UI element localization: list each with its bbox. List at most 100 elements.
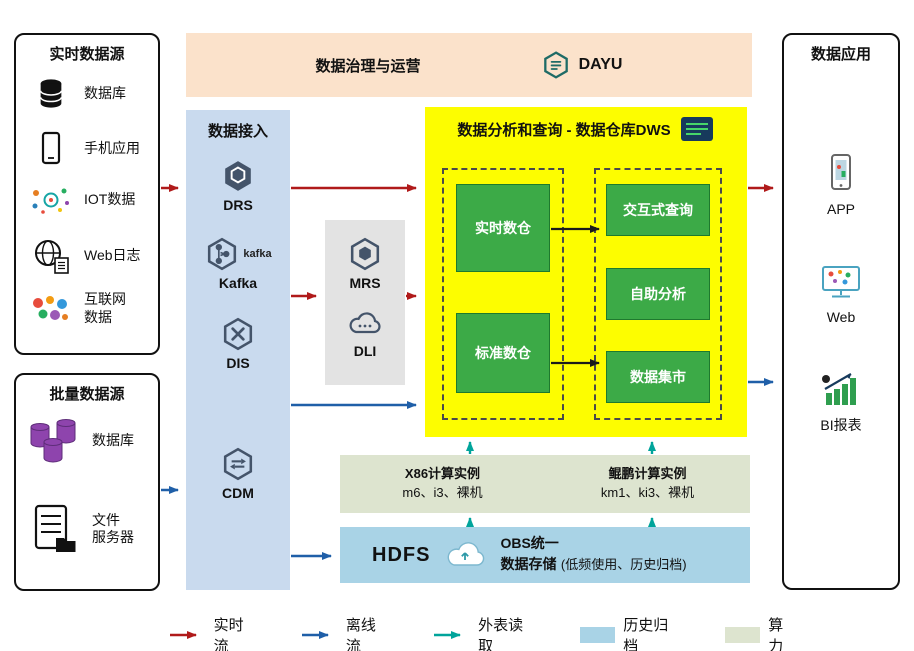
app-item-web: Web [784, 263, 898, 325]
legend-history-archive: 历史归档 [579, 614, 683, 651]
cdm-icon [223, 447, 253, 481]
kafka-icon [208, 237, 237, 271]
red-arrow-icon [170, 631, 197, 639]
standard-warehouse-box: 标准数仓 [456, 313, 550, 393]
ingestion-title: 数据接入 [207, 123, 268, 140]
compute-instances-panel: X86计算实例 m6、i3、裸机 鲲鹏计算实例 km1、ki3、裸机 [340, 455, 750, 513]
realtime-sources-panel: 实时数据源 数据库 手机应用 [14, 33, 160, 355]
service-dli: DLI [325, 308, 405, 359]
file-server-icon [26, 503, 84, 555]
phone-icon [26, 131, 76, 167]
applications-title: 数据应用 [810, 46, 871, 63]
obs-note: (低频使用、历史归档) [560, 557, 687, 572]
legend-label: 历史归档 [623, 617, 669, 651]
dayu-product: DAYU [541, 50, 623, 80]
warehouse-left-group: 实时数仓 标准数仓 [442, 168, 564, 420]
flow-legend: 实时流 离线流 外表读取 历史归档 算力 [168, 614, 798, 651]
kafka-wordmark: kafka [243, 248, 272, 260]
app-item-label: APP [826, 201, 855, 217]
governance-banner: 数据治理与运营 DAYU [186, 33, 752, 97]
batch-item-fileserver: 文件 服务器 [26, 503, 152, 555]
source-item-label: 数据库 [84, 85, 126, 102]
realtime-warehouse-box: 实时数仓 [456, 184, 550, 272]
kunpeng-title: 鲲鹏计算实例 [608, 466, 687, 482]
interactive-query-box: 交互式查询 [606, 184, 710, 236]
legend-offline-flow: 离线流 [300, 614, 390, 651]
app-item-app: APP [784, 153, 898, 217]
app-phone-icon [831, 154, 851, 190]
source-item-iot: IOT数据 [26, 185, 152, 215]
dws-title: 数据分析和查询 - 数据仓库DWS [457, 121, 671, 139]
dli-icon [349, 312, 381, 334]
kunpeng-compute: 鲲鹏计算实例 km1、ki3、裸机 [545, 465, 750, 503]
legend-label: 实时流 [213, 617, 244, 651]
dis-icon [223, 317, 253, 351]
app-item-bi: BI报表 [784, 369, 898, 435]
data-mart-box: 数据集市 [606, 351, 710, 403]
app-item-label: Web [826, 309, 856, 325]
dws-document-icon [680, 117, 713, 141]
dws-warehouse-panel: 数据分析和查询 - 数据仓库DWS 实时数仓 标准数仓 交互式查询 自助分析 数… [425, 107, 747, 437]
source-item-internet: 互联网 数据 [26, 291, 152, 326]
batch-sources-title: 批量数据源 [49, 386, 125, 403]
realtime-sources-title: 实时数据源 [49, 46, 125, 63]
batch-item-label: 文件 服务器 [92, 511, 134, 546]
ingestion-panel: 数据接入 DRS [186, 110, 290, 590]
legend-label: 算力 [768, 617, 784, 651]
source-item-label: 互联网 数据 [84, 291, 126, 325]
processing-panel: MRS DLI [325, 220, 405, 385]
applications-panel: 数据应用 APP Web [782, 33, 900, 590]
internet-data-icon [26, 293, 76, 325]
mrs-icon [350, 237, 380, 271]
service-cdm: CDM [186, 446, 290, 501]
source-item-label: Web日志 [84, 247, 141, 264]
service-drs: DRS [186, 158, 290, 213]
kunpeng-detail: km1、ki3、裸机 [600, 485, 695, 500]
app-item-label: BI报表 [820, 417, 862, 433]
batch-sources-panel: 批量数据源 数据库 [14, 373, 160, 591]
legend-compute-power: 算力 [724, 614, 798, 651]
batch-item-database: 数据库 [26, 415, 152, 467]
obs-cloud-icon [448, 542, 485, 566]
hdfs-label: HDFS [372, 543, 431, 566]
dayu-hexagon-icon [543, 51, 568, 79]
legend-realtime-flow: 实时流 [168, 614, 258, 651]
x86-detail: m6、i3、裸机 [402, 485, 483, 500]
service-label: Kafka [218, 275, 258, 291]
bi-chart-icon [822, 373, 856, 405]
purple-database-icon [26, 415, 84, 467]
batch-item-label: 数据库 [92, 432, 134, 449]
governance-title: 数据治理与运营 [315, 57, 421, 75]
service-label: DLI [353, 343, 377, 359]
iot-icon [26, 185, 76, 215]
legend-external-read: 外表读取 [432, 614, 537, 651]
service-dis: DIS [186, 316, 290, 371]
storage-panel: HDFS OBS统一 数据存储 (低频使用、历史归档) [340, 527, 750, 583]
database-icon [26, 77, 76, 111]
legend-label: 外表读取 [478, 617, 524, 651]
source-item-database: 数据库 [26, 77, 152, 111]
legend-label: 离线流 [345, 617, 376, 651]
service-label: CDM [222, 485, 254, 501]
archive-swatch [579, 627, 616, 643]
source-item-label: 手机应用 [84, 140, 140, 157]
globe-web-icon [26, 237, 76, 275]
teal-arrow-icon [434, 631, 462, 639]
drs-icon [225, 161, 251, 191]
service-mrs: MRS [325, 236, 405, 291]
obs-line2: 数据存储 [500, 556, 557, 572]
dayu-label: DAYU [578, 56, 623, 73]
dws-header: 数据分析和查询 - 数据仓库DWS [425, 115, 747, 143]
warehouse-right-group: 交互式查询 自助分析 数据集市 [594, 168, 722, 420]
service-label: MRS [349, 275, 381, 291]
x86-title: X86计算实例 [404, 466, 481, 482]
service-label: DIS [226, 355, 250, 371]
obs-text: OBS统一 数据存储 (低频使用、历史归档) [500, 534, 686, 576]
service-kafka: kafka Kafka [186, 236, 290, 291]
compute-swatch [724, 627, 761, 643]
source-item-label: IOT数据 [84, 191, 136, 208]
source-item-mobile: 手机应用 [26, 131, 152, 167]
blue-arrow-icon [302, 631, 330, 639]
service-label: DRS [223, 197, 253, 213]
